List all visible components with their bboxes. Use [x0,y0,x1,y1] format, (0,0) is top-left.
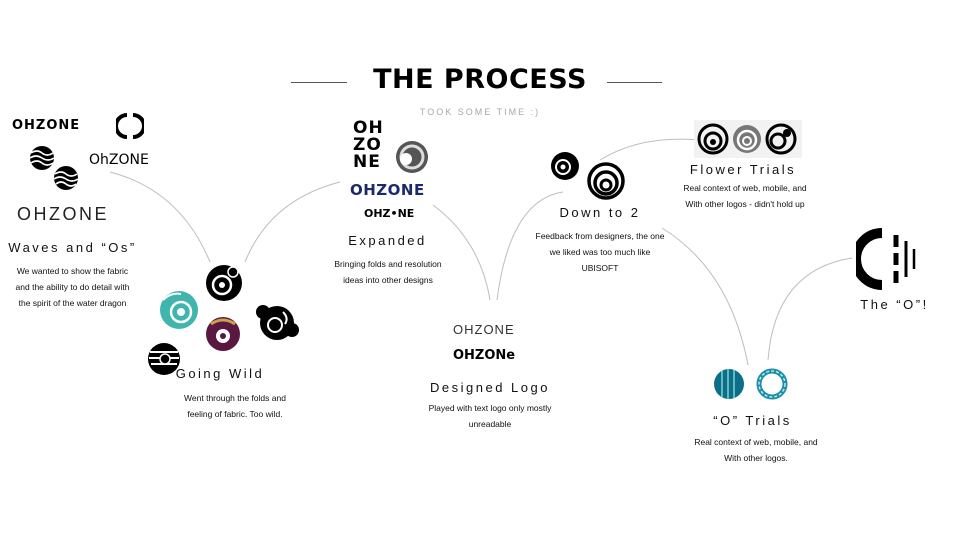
stage-title-designed-logo: Designed Logo [430,380,550,395]
flower-icon-3 [765,123,797,155]
page-title: THE PROCESS [373,64,587,95]
ohzone-wordmark-2: OhZONE [89,152,149,168]
striped-swirl-icon [148,343,180,375]
concentric-o-icon [587,162,625,200]
title-rule-right [607,82,662,83]
final-o-logo-icon [856,228,916,290]
ohzone-navy-wordmark: OHZONE [350,181,425,199]
flower-trials-strip [694,120,802,158]
gray-fold-icon [396,141,428,173]
open-o-icon [116,113,144,139]
teal-ring-o-icon [756,368,788,400]
teal-striped-o-icon [714,369,744,399]
stage-title-expanded: Expanded [348,233,427,248]
flower-icon-2 [733,125,761,153]
ohzone-dot-wordmark: OHZ•NE [364,207,415,220]
stage-title-flower-trials: Flower Trials [689,162,797,177]
ohzone-bold-wordmark: OHZONe [453,348,516,363]
plum-swirl-icon [206,317,240,351]
stage-title-down-to-2: Down to 2 [559,205,641,220]
stage-title-waves: Waves and “Os” [8,240,137,255]
splash-icon [256,305,299,340]
wave-circle-icon-1 [29,146,55,170]
ohzone-wordmark-1: OHZONE [12,118,81,133]
waves-logo-group: OHZONE OhZONE OHZONE [12,112,149,232]
ohzone-thin-wordmark: OHZONE [453,322,515,337]
stage-title-the-o: The “O”! [860,297,929,312]
teal-swirl-icon [160,291,198,329]
ohzone-wordmark-3: OHZONE [17,204,110,224]
flower-icon-1 [697,123,729,155]
swirl-icon-1 [206,265,242,301]
going-wild-logo-group [145,262,305,380]
wave-circle-icon-2 [53,166,79,190]
stage-title-going-wild: Going Wild [175,366,265,381]
page-subtitle: TOOK SOME TIME :) [419,107,541,117]
title-rule-left [291,82,347,83]
stage-title-o-trials: “O” Trials [713,413,792,428]
swirl-flower-icon [551,152,579,180]
designed-logo-group: OHZONE OHZONe [451,320,531,368]
